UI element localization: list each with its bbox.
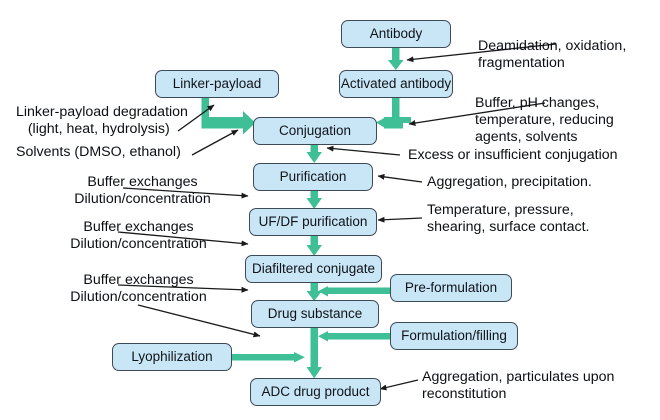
leader-temperature-pressure xyxy=(377,216,423,223)
node-linker-payload[interactable]: Linker-payload xyxy=(155,70,279,98)
flow-arrow-linker-to-conjugation xyxy=(201,97,256,135)
flow-arrow-drug-substance-to-adc xyxy=(306,328,322,379)
node-antibody[interactable]: Antibody xyxy=(341,20,451,48)
node-activated-antibody[interactable]: Activated antibody xyxy=(339,70,453,98)
flow-arrow-preformulation-to-diafiltered xyxy=(318,286,390,297)
node-conjugation[interactable]: Conjugation xyxy=(253,117,377,145)
annotation-buffer-exchange-3: Buffer exchanges Dilution/concentration xyxy=(70,272,207,305)
node-pre-formulation[interactable]: Pre-formulation xyxy=(390,274,512,302)
node-linker-payload-label: Linker-payload xyxy=(172,76,262,92)
flow-arrow-activated-to-conjugation xyxy=(376,97,411,129)
leader-linker-degradation xyxy=(177,104,215,132)
annotation-buffer-ph: Buffer, pH changes, temperature, reducin… xyxy=(475,95,614,145)
node-antibody-label: Antibody xyxy=(369,26,423,42)
leader-buffer-exchange-3 xyxy=(117,284,249,293)
node-drug-substance[interactable]: Drug substance xyxy=(251,300,379,328)
node-diafiltered-conjugate-label: Diafiltered conjugate xyxy=(251,261,376,277)
node-diafiltered-conjugate[interactable]: Diafiltered conjugate xyxy=(245,255,382,283)
leader-buffer-exchange-1 xyxy=(122,187,249,199)
node-formulation-filling-label: Formulation/filling xyxy=(401,328,507,344)
leader-deamidation xyxy=(406,43,557,63)
node-pre-formulation-label: Pre-formulation xyxy=(404,280,498,296)
annotation-reconstitution: Aggregation, particulates upon reconstit… xyxy=(422,369,615,402)
node-activated-antibody-label: Activated antibody xyxy=(340,76,452,92)
flow-arrow-lyophilization-to-spine xyxy=(232,352,305,363)
node-purification[interactable]: Purification xyxy=(253,163,373,191)
flow-arrow-ufdf-to-diafiltered xyxy=(306,236,322,256)
node-drug-substance-label: Drug substance xyxy=(267,306,363,322)
annotation-temperature-pressure: Temperature, pressure, shearing, surface… xyxy=(427,202,590,235)
annotation-buffer-exchange-1: Buffer exchanges Dilution/concentration xyxy=(74,174,211,207)
annotation-deamidation: Deamidation, oxidation, fragmentation xyxy=(478,38,627,71)
annotation-aggregation: Aggregation, precipitation. xyxy=(427,174,592,190)
annotation-solvents: Solvents (DMSO, ethanol) xyxy=(16,144,181,160)
leader-reconstitution xyxy=(379,379,419,391)
node-adc-drug-product-label: ADC drug product xyxy=(261,384,370,400)
node-adc-drug-product[interactable]: ADC drug product xyxy=(250,378,381,406)
leader-excess-conjugation xyxy=(326,145,401,156)
node-conjugation-label: Conjugation xyxy=(278,123,352,139)
leader-aggregation xyxy=(377,173,423,183)
node-lyophilization[interactable]: Lyophilization xyxy=(112,343,232,371)
node-ufdf-purification[interactable]: UF/DF purification xyxy=(249,208,377,236)
annotation-linker-degradation: Linker-payload degradation (light, heat,… xyxy=(16,104,188,137)
flow-arrow-diafiltered-to-drug-substance xyxy=(306,283,322,301)
flow-arrow-antibody-to-activated xyxy=(388,48,404,70)
flow-arrow-conjugation-to-purification xyxy=(306,144,322,163)
node-purification-label: Purification xyxy=(279,169,347,185)
node-formulation-filling[interactable]: Formulation/filling xyxy=(390,322,518,350)
leader-solvents xyxy=(191,129,239,156)
leader-drug-substance-callout xyxy=(137,304,261,338)
leader-buffer-ph xyxy=(408,102,546,126)
annotation-buffer-exchange-2: Buffer exchanges Dilution/concentration xyxy=(70,219,207,252)
annotation-excess-conjugation: Excess or insufficient conjugation xyxy=(408,147,618,163)
flow-arrow-purification-to-ufdf xyxy=(306,190,322,209)
leader-buffer-exchange-2 xyxy=(117,231,249,247)
node-lyophilization-label: Lyophilization xyxy=(131,349,213,365)
node-ufdf-purification-label: UF/DF purification xyxy=(258,214,368,230)
flow-arrow-formulation-to-drug-substance xyxy=(318,331,390,342)
